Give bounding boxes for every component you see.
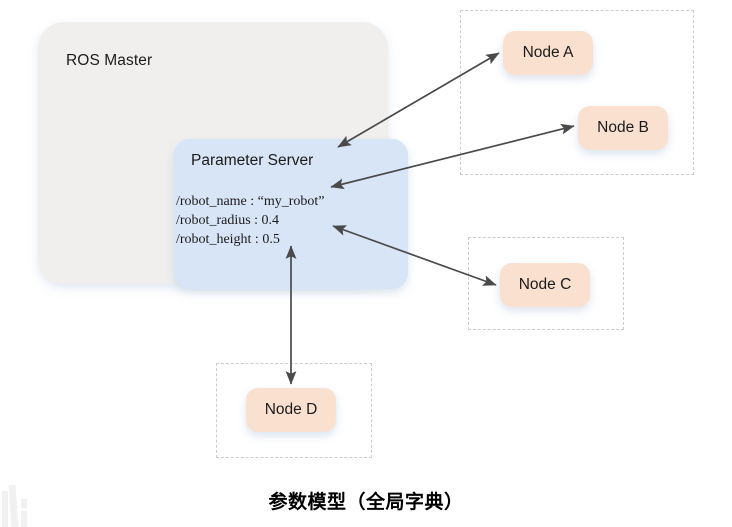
node-label-d: Node D [264, 401, 318, 418]
node-label-c: Node C [518, 276, 572, 293]
diagram-caption: 参数模型（全局字典） [268, 492, 464, 513]
node-box-a[interactable]: Node A [503, 31, 593, 75]
parameter-item-robot-height: /robot_height : 0.5 [176, 232, 280, 247]
node-box-c[interactable]: Node C [500, 263, 590, 307]
ros-master-label: ROS Master [66, 52, 153, 69]
parameter-server-title: Parameter Server [191, 152, 314, 169]
parameter-item-robot-radius: /robot_radius : 0.4 [176, 213, 280, 228]
node-label-b: Node B [597, 119, 649, 136]
ros-master-container: ROS Master Parameter Server /robot_name … [38, 22, 408, 289]
parameter-list: /robot_name : “my_robot” /robot_radius :… [176, 192, 325, 249]
parameter-server-box: Parameter Server /robot_name : “my_robot… [174, 139, 408, 289]
node-box-d[interactable]: Node D [246, 388, 336, 432]
parameter-item-robot-name: /robot_name : “my_robot” [176, 194, 325, 209]
watermark-icon [2, 485, 27, 527]
node-box-b[interactable]: Node B [578, 106, 668, 150]
node-label-a: Node A [522, 44, 574, 61]
